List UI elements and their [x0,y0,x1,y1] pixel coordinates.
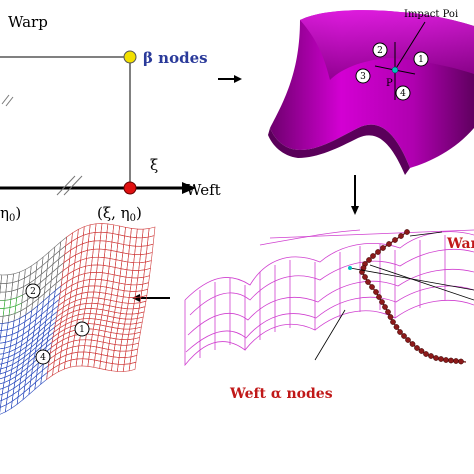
chain-node [404,229,410,235]
node-chain [359,229,467,365]
chain-node [393,324,400,330]
chain-node [423,351,429,357]
chain-node [414,345,420,351]
point-p-label: P [386,78,393,89]
node-leader-line-1 [369,264,474,301]
chain-node [375,249,381,255]
chain-node [401,333,407,339]
node-leader-line-2 [349,267,474,291]
surface-region-4: 4 [395,85,411,101]
chain-node [380,245,386,251]
chain-node [369,284,375,290]
xi-axis-label: ξ [150,156,158,174]
chain-node [365,279,371,285]
chain-node [405,337,411,343]
chain-node [438,356,444,362]
beta-node-marker [123,50,137,64]
weft-leader-line [314,309,346,361]
svg-text:3: 3 [360,72,366,82]
surface-region-2: 2 [372,42,388,58]
mesh-region-4: 4 [35,349,51,365]
chain-node [366,257,372,263]
chain-node [362,274,368,280]
chain-node [385,309,391,315]
surface-ridge [300,10,474,80]
alpha-node-coordinate: (ξ, η0) [97,204,142,224]
alpha-node-marker [123,181,137,195]
chain-node [387,314,394,320]
weft-axis-label: Weft [186,181,221,199]
chain-node [433,355,439,361]
origin-coordinate: η0) [0,204,21,224]
chain-node [409,341,416,347]
chain-node [376,294,382,300]
hatch-marks [1,94,83,196]
chain-start-dot [348,266,352,270]
svg-text:4: 4 [40,353,46,363]
svg-text:4: 4 [400,89,406,99]
arrow-left [132,294,170,302]
chain-node [398,233,404,239]
wireframe-surface [184,229,474,367]
surface-region-1: 1 [413,51,429,67]
svg-text:1: 1 [79,325,85,335]
colored-mesh [0,223,156,415]
svg-text:2: 2 [30,287,36,297]
chain-node [418,348,425,354]
svg-text:1: 1 [418,55,424,65]
chain-node [382,304,388,310]
surface-region-3: 3 [355,68,371,84]
warp-leader-line [409,231,443,237]
chain-node [392,237,398,243]
chain-node [443,357,449,363]
chain-node [458,358,464,365]
warp-label: Warp [8,13,48,31]
warp-nodes-label: War [446,236,474,252]
impact-leader-line [394,21,426,71]
weft-alpha-nodes-label: Weft α nodes [229,386,333,402]
parametric-domain: Warp β nodes ξ Weft η0) (ξ, η0) [0,13,221,224]
mesh-region-2: 2 [25,283,41,299]
svg-text:2: 2 [377,46,383,56]
chain-node [448,357,454,364]
impact-surface: 2 1 3 4 P Impact Poi [268,9,474,175]
impact-point-label: Impact Poi [404,9,458,20]
chain-node [453,358,459,364]
chain-node [397,329,403,335]
impact-point-dot [391,66,399,74]
chain-node [428,353,434,359]
beta-nodes-label: β nodes [143,49,208,67]
chain-nodes [359,229,464,365]
chain-node [370,253,376,259]
arrow-right [218,75,242,83]
chain-node [386,241,392,247]
weft-axis-arrowhead [182,182,196,194]
mesh-cell [128,361,137,372]
chain-node [390,319,396,325]
arrow-down [351,175,359,215]
surface-lower-edge [268,124,410,175]
chain-node [373,289,379,295]
mesh-region-labels: 2 1 4 [25,283,90,365]
chain-node [379,299,385,305]
mesh-region-1: 1 [74,321,90,337]
